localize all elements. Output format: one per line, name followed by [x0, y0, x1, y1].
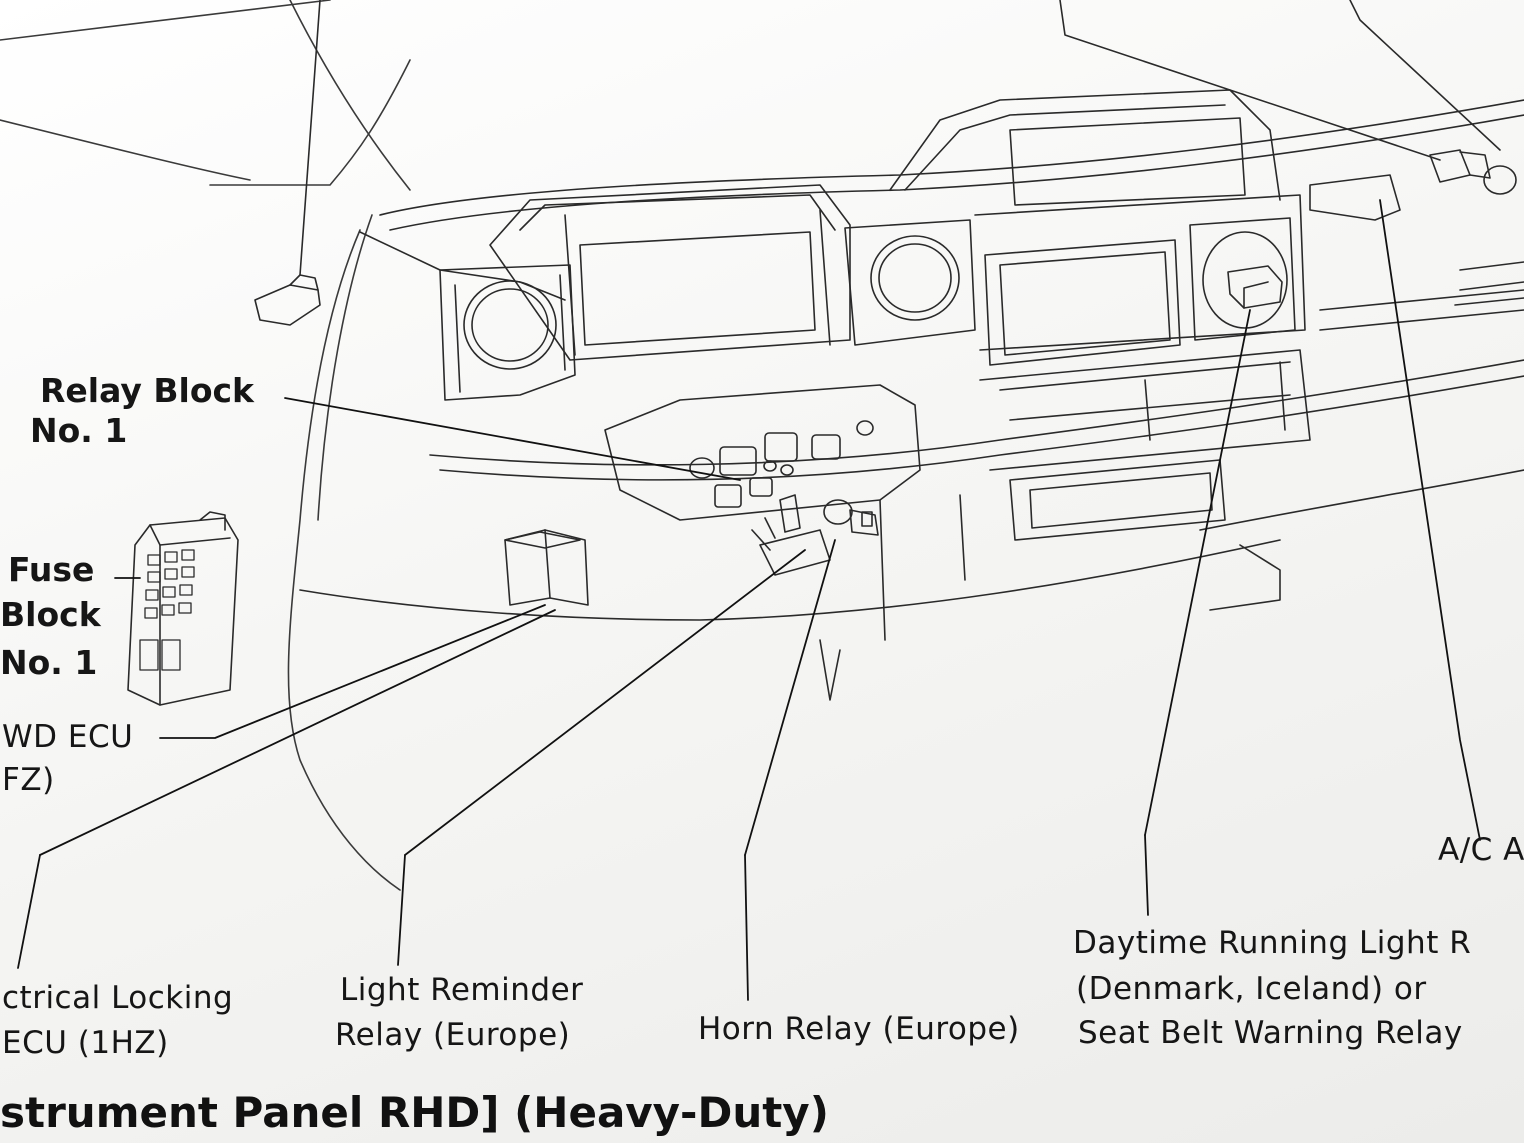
wd-ecu-label: WD ECU: [2, 719, 134, 755]
right-vents: [1309, 174, 1524, 331]
diagram-title: strument Panel RHD] (Heavy-Duty): [0, 1088, 829, 1137]
electrical-locking-label: ctrical Locking: [2, 980, 234, 1016]
wd-ecu-label-line2: FZ): [2, 762, 55, 798]
horn-relay-label: Horn Relay (Europe): [698, 1011, 1020, 1047]
leader-lines: [17, 199, 1481, 1001]
daytime-running-label-line2: (Denmark, Iceland) or: [1076, 971, 1427, 1007]
fuse-block-label: Fuse: [8, 550, 95, 589]
ac-label: A/C A: [1438, 832, 1524, 868]
fuse-block-1-drawing: [127, 511, 239, 706]
light-reminder-label-line2: Relay (Europe): [335, 1017, 571, 1053]
instrument-cluster: [489, 184, 976, 361]
center-binnacle: [889, 89, 1306, 366]
electrical-locking-label-line2: ECU (1HZ): [2, 1025, 169, 1061]
light-reminder-label: Light Reminder: [340, 972, 584, 1008]
daytime-running-label-line3: Seat Belt Warning Relay: [1078, 1015, 1463, 1051]
fuse-block-label-line2: Block: [0, 595, 101, 634]
pillar-connector-drawing: [254, 0, 321, 326]
relay-block-1-drawing: [604, 384, 921, 521]
pillar-outline: [0, 0, 411, 891]
4wd-ecu-drawing: [504, 529, 589, 606]
light-reminder-relay-drawing: [751, 494, 831, 576]
fuse-block-label-line3: No. 1: [0, 643, 98, 682]
horn-relay-drawing: [823, 499, 879, 536]
daytime-running-label: Daytime Running Light R: [1073, 925, 1472, 961]
top-right-connectors: [1059, 0, 1517, 195]
left-gauge-pod: [439, 264, 576, 401]
dashboard-outline: [299, 99, 1524, 621]
relay-block-label: Relay Block: [40, 371, 255, 410]
relay-block-label-line2: No. 1: [30, 411, 128, 450]
lower-center-panel: [819, 349, 1311, 701]
